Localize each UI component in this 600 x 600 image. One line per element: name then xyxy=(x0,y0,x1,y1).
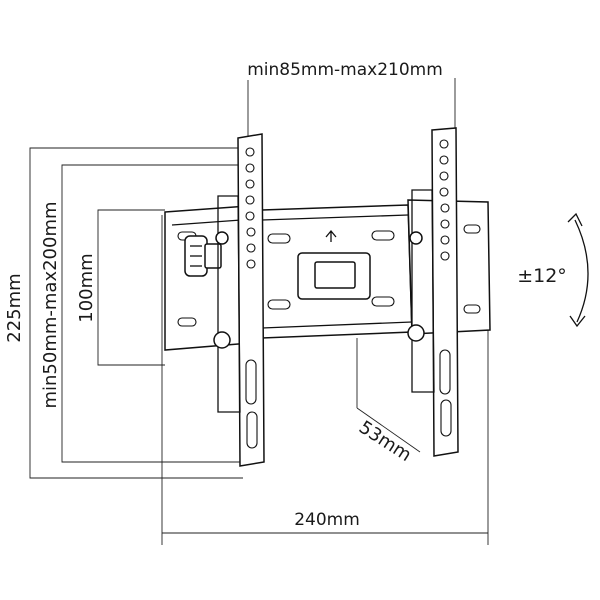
label-top-width: min85mm-max210mm xyxy=(247,60,443,80)
wall-plate-slot-upper-left xyxy=(267,233,291,244)
width-dimension-240mm xyxy=(161,215,489,545)
left-arm xyxy=(213,133,265,467)
label-height-100mm: 100mm xyxy=(76,253,97,322)
dimension-box-100mm xyxy=(97,209,165,366)
wall-plate-slot-lower-left xyxy=(267,299,291,310)
wall-plate-slot-lower-right xyxy=(371,296,395,307)
right-arm xyxy=(407,127,459,457)
wall-plate xyxy=(261,204,413,339)
dimension-box-200mm xyxy=(61,164,243,463)
label-height-range: min50mm-max200mm xyxy=(40,201,61,408)
label-height-225mm: 225mm xyxy=(4,273,25,342)
dimension-box-225mm xyxy=(29,147,243,479)
tilt-arrow-icon xyxy=(567,212,589,328)
depth-dimension-53mm xyxy=(356,338,421,453)
up-arrow-icon xyxy=(325,229,337,242)
label-depth-53mm: 53mm xyxy=(355,417,415,466)
label-tilt-angle: ±12° xyxy=(517,265,567,287)
tilt-knob xyxy=(184,235,222,277)
label-width-240mm: 240mm xyxy=(294,510,360,530)
wall-plate-slot-upper-right xyxy=(371,230,395,241)
